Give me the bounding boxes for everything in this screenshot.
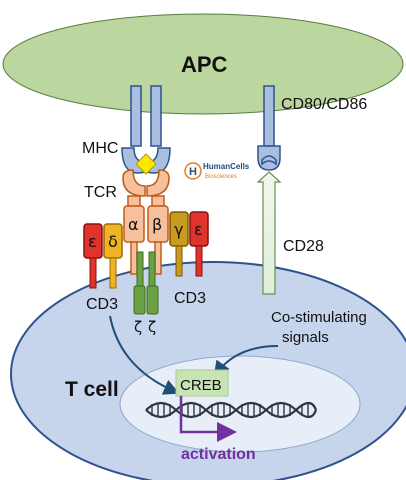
- tcr-cup-left: [122, 169, 146, 197]
- tcr-beta-neck: [151, 195, 165, 207]
- zeta-symbol-1: ζ: [134, 318, 142, 336]
- zeta-symbol-2: ζ: [148, 318, 156, 336]
- dna-helix: [145, 401, 318, 419]
- cd3-gamma-stem: [175, 245, 183, 277]
- zeta-stem-left: [136, 251, 144, 287]
- activation-arrow: [179, 396, 237, 442]
- zeta-chain-right: [146, 285, 159, 315]
- gamma-symbol: γ: [174, 220, 183, 239]
- costim-signal-arrow: [213, 345, 279, 378]
- cd3-signal-arrow: [109, 315, 180, 395]
- alpha-stem: [130, 241, 138, 275]
- logo-sub: Biosciences: [205, 174, 237, 180]
- beta-symbol: β: [152, 215, 162, 234]
- t-cell-label: T cell: [65, 378, 119, 401]
- mhc-stalk-right: [150, 85, 162, 147]
- cd3-right-label: CD3: [174, 290, 206, 307]
- beta-stem: [154, 241, 162, 275]
- cd28-receptor: [256, 171, 282, 295]
- creb-box: [175, 369, 229, 397]
- cd3-delta-stem: [109, 257, 117, 289]
- humancells-logo: H HumanCells Biosciences: [184, 162, 250, 180]
- cd3-left-label: CD3: [86, 296, 118, 313]
- mhc-stalk-left: [130, 85, 142, 147]
- costim-line1: Co-stimulating: [271, 309, 367, 326]
- cd80-cup: [257, 145, 281, 171]
- delta-symbol: δ: [108, 232, 118, 251]
- logo-circle-icon: [184, 162, 202, 180]
- logo-letter: H: [189, 166, 197, 178]
- costim-line2: signals: [282, 329, 329, 346]
- epsilon-left-symbol: ε: [88, 232, 97, 251]
- cd28-label: CD28: [283, 238, 324, 255]
- tcr-label: TCR: [84, 184, 117, 201]
- tcr-alpha-neck: [127, 195, 141, 207]
- epsilon-right-symbol: ε: [194, 220, 203, 239]
- activation-label: activation: [181, 446, 256, 463]
- cd80-stalk: [263, 85, 275, 147]
- cd3-epsilon-left-stem: [89, 257, 97, 289]
- mhc-label: MHC: [82, 140, 118, 157]
- apc-cell: [2, 13, 404, 115]
- zeta-chain-left: [133, 285, 146, 315]
- zeta-stem-right: [148, 251, 156, 287]
- cd3-epsilon-right-stem: [195, 245, 203, 277]
- creb-label: CREB: [180, 377, 222, 394]
- antigen-peptide: [135, 153, 157, 175]
- alpha-symbol: α: [128, 215, 139, 234]
- apc-label: APC: [181, 52, 228, 77]
- logo-name: HumanCells: [203, 162, 250, 171]
- cd80-cd86-label: CD80/CD86: [281, 96, 367, 113]
- tcr-cup-right: [146, 169, 170, 197]
